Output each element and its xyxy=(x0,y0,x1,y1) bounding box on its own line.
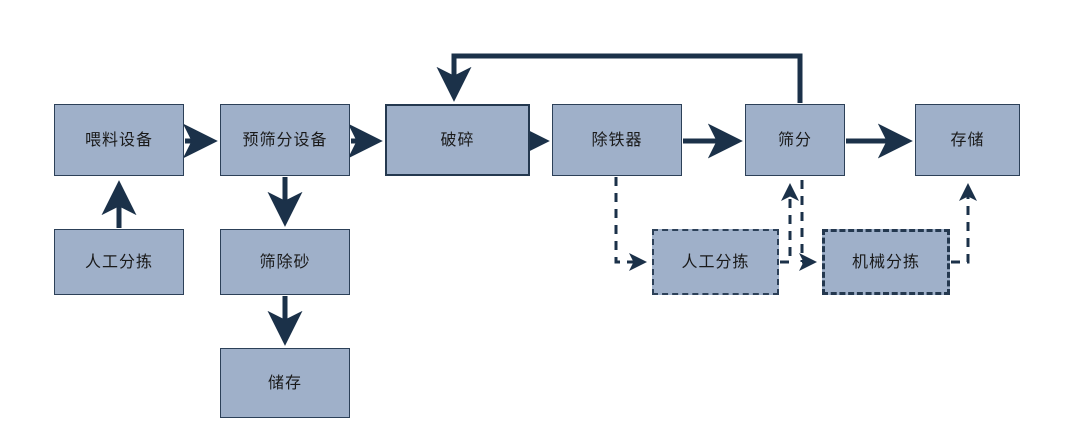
node-label: 储存 xyxy=(267,373,302,392)
node-storage-sub[interactable]: 储存 xyxy=(220,348,350,418)
node-label: 筛分 xyxy=(777,130,812,149)
node-iron-remover[interactable]: 除铁器 xyxy=(552,104,682,176)
edge-screening-recycle-to-crushing xyxy=(436,53,803,103)
node-manual-sort-2[interactable]: 人工分拣 xyxy=(652,229,779,295)
node-label: 人工分拣 xyxy=(681,252,750,271)
node-pre-screen[interactable]: 预筛分设备 xyxy=(220,104,350,176)
node-label: 筛除砂 xyxy=(259,252,311,271)
node-storage-main[interactable]: 存储 xyxy=(915,104,1020,176)
node-screening[interactable]: 筛分 xyxy=(745,104,845,176)
node-manual-sort-1[interactable]: 人工分拣 xyxy=(54,229,184,295)
node-label: 人工分拣 xyxy=(84,252,153,271)
node-crushing[interactable]: 破碎 xyxy=(385,104,530,176)
edge-manualsort2-to-screening xyxy=(780,183,799,264)
node-label: 喂料设备 xyxy=(84,130,153,149)
edge-ironremover-to-manualsort2 xyxy=(614,177,647,271)
node-label: 除铁器 xyxy=(591,130,643,149)
node-label: 破碎 xyxy=(440,130,475,149)
edge-mechanicalsort-to-storage xyxy=(951,183,977,264)
node-label: 机械分拣 xyxy=(851,252,920,271)
node-label: 存储 xyxy=(950,130,985,149)
node-sand-removal[interactable]: 筛除砂 xyxy=(220,229,350,295)
node-mechanical-sort[interactable]: 机械分拣 xyxy=(822,229,950,295)
node-label: 预筛分设备 xyxy=(242,130,328,149)
node-feeding[interactable]: 喂料设备 xyxy=(54,104,184,176)
